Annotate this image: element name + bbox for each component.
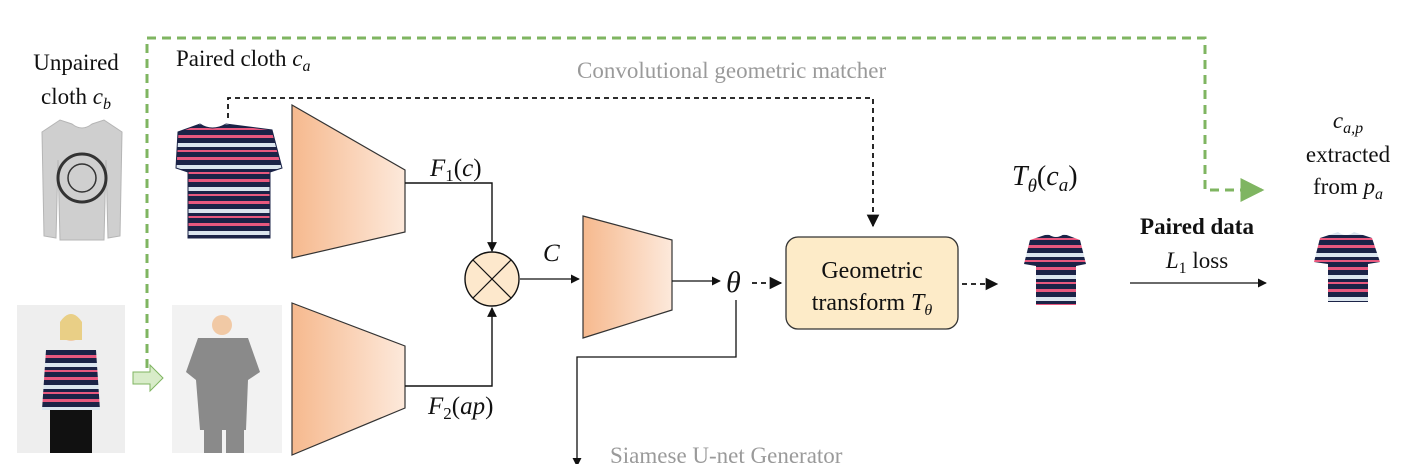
paired-cloth-label: Paired cloth ca bbox=[176, 46, 310, 75]
unpaired-label-line1: Unpaired bbox=[33, 50, 119, 75]
green-dashed-loop bbox=[145, 36, 1265, 368]
extracted-cloth-var: ca,p bbox=[1333, 108, 1363, 137]
green-input-arrow bbox=[132, 363, 164, 393]
theta-label: θ bbox=[726, 266, 741, 299]
geo-box-line2: transform Tθ bbox=[812, 290, 933, 319]
regressor bbox=[582, 215, 673, 339]
warped-cloth-label: Tθ(ca) bbox=[1012, 161, 1078, 197]
paired-data-label: Paired data bbox=[1140, 214, 1254, 239]
correlation-label: C bbox=[543, 240, 560, 267]
theta-to-siamese-line bbox=[572, 300, 737, 464]
f2-label: F2(ap) bbox=[427, 393, 493, 423]
encoder-cloth bbox=[291, 103, 406, 259]
cloth-to-transform-dashed bbox=[227, 97, 880, 228]
f1-arrow bbox=[405, 182, 497, 252]
geo-box-line1: Geometric bbox=[821, 258, 922, 284]
l1-loss-label: L1 loss bbox=[1165, 248, 1228, 277]
person-image bbox=[17, 305, 125, 453]
from-label: from pa bbox=[1313, 174, 1383, 203]
warped-cloth-image bbox=[1024, 234, 1086, 305]
matcher-title: Convolutional geometric matcher bbox=[577, 58, 886, 83]
paired-cloth-image bbox=[175, 123, 283, 239]
person-masked-image bbox=[172, 305, 282, 453]
f2-arrow bbox=[405, 307, 497, 387]
encoder-person bbox=[291, 302, 406, 456]
f1-label: F1(c) bbox=[429, 155, 482, 185]
extracted-label: extracted bbox=[1306, 142, 1391, 167]
correlation-operator bbox=[464, 251, 520, 307]
geometric-transform-box bbox=[785, 236, 959, 330]
siamese-generator-label: Siamese U-net Generator bbox=[610, 443, 843, 464]
unpaired-cloth-image bbox=[41, 119, 123, 241]
extracted-cloth-image bbox=[1314, 232, 1380, 302]
